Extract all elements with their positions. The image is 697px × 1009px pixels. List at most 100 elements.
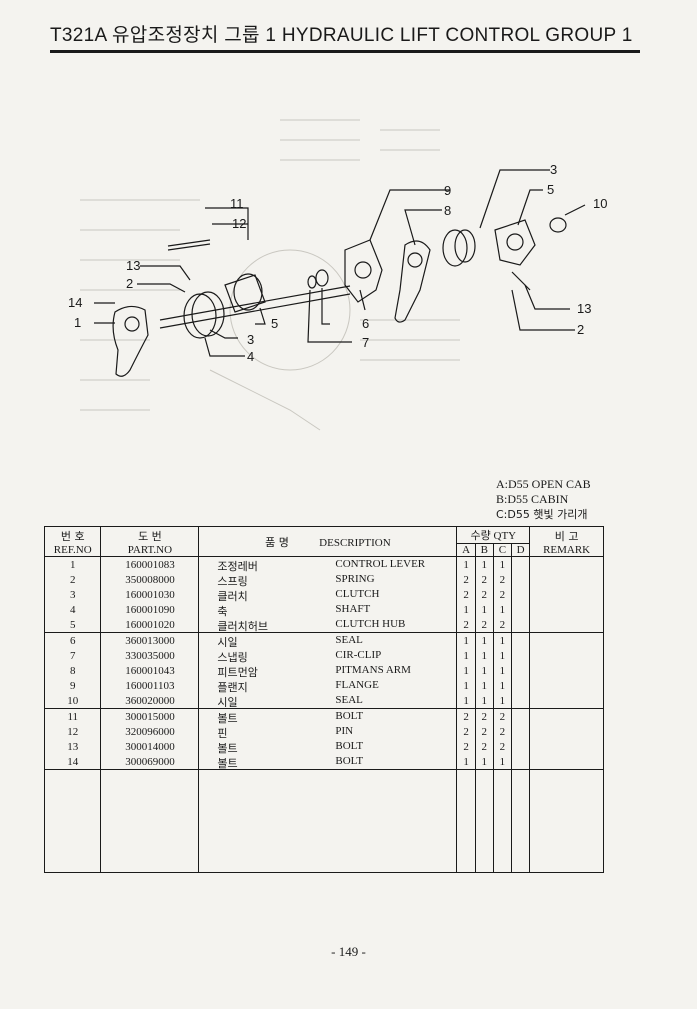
callout-4: 4	[247, 349, 254, 364]
description-kr: 조정레버	[217, 560, 258, 573]
callout-3: 3	[247, 332, 254, 347]
qty-d-cell	[510, 602, 531, 617]
part-no-cell: 320096000	[100, 724, 200, 739]
qty-d-cell	[510, 587, 531, 602]
part-no-cell: 160001103	[100, 678, 200, 693]
description-en: BOLT	[335, 740, 364, 752]
description-en: FLANGE	[335, 679, 379, 691]
qty-c-cell: 2	[492, 587, 512, 602]
qty-b-cell: 1	[474, 632, 494, 648]
part-no-cell: 160001020	[100, 617, 200, 633]
qty-c-cell: 1	[492, 678, 512, 693]
part-no-cell: 300015000	[100, 708, 200, 724]
qty-b-header: B	[474, 543, 494, 557]
ref-no-cell: 13	[43, 739, 102, 754]
ref-no-cell: 11	[43, 708, 102, 724]
part-no-cell: 330035000	[100, 648, 200, 663]
qty-a-cell: 2	[456, 617, 476, 633]
remark-cell	[529, 632, 604, 648]
callout-5: 5	[271, 316, 278, 331]
qty-c-cell: 2	[492, 724, 512, 739]
qty-b-cell: 1	[474, 693, 494, 709]
description-kr: 클러치허브	[217, 620, 269, 633]
callout-3-right: 3	[550, 162, 557, 177]
qty-c-cell: 1	[492, 663, 512, 678]
ref-no-cell: 3	[43, 587, 102, 602]
qty-d-cell	[510, 648, 531, 663]
description-kr: 스냅링	[217, 651, 248, 664]
empty-row-block	[43, 769, 604, 873]
qty-a-cell: 1	[456, 754, 476, 770]
callout-2-right: 2	[577, 322, 584, 337]
description-cell: 플랜지 FLANGE	[198, 678, 458, 694]
qty-a-cell: 1	[456, 678, 476, 693]
description-en: SPRING	[335, 573, 375, 585]
qty-d-cell	[510, 754, 531, 770]
remark-cell	[529, 724, 604, 739]
description-header: 품 명 DESCRIPTION	[198, 526, 458, 557]
callout-1: 1	[74, 315, 81, 330]
remark-cell	[529, 693, 604, 709]
remark-cell	[529, 617, 604, 633]
callout-10: 10	[593, 196, 607, 211]
qty-c-cell: 1	[492, 556, 512, 572]
qty-a-cell: 1	[456, 602, 476, 617]
qty-c-cell: 2	[492, 572, 512, 587]
ref-no-cell: 12	[43, 724, 102, 739]
qty-b-cell: 2	[474, 572, 494, 587]
part-no-cell: 300014000	[100, 739, 200, 754]
ref-no-cell: 2	[43, 572, 102, 587]
ref-no-cell: 14	[43, 754, 102, 770]
qty-c-cell: 1	[492, 693, 512, 709]
callout-5-right: 5	[547, 182, 554, 197]
ref-no-cell: 5	[43, 617, 102, 633]
qty-c-cell: 1	[492, 602, 512, 617]
qty-b-cell: 1	[474, 678, 494, 693]
qty-b-cell: 1	[474, 648, 494, 663]
callout-7: 7	[362, 335, 369, 350]
description-kr: 플랜지	[217, 681, 248, 694]
qty-a-cell: 1	[456, 693, 476, 709]
callout-11: 11	[230, 196, 244, 211]
remark-cell	[529, 556, 604, 572]
qty-a-cell: 1	[456, 648, 476, 663]
qty-b-cell: 1	[474, 663, 494, 678]
callout-9: 9	[444, 183, 451, 198]
qty-c-cell: 2	[492, 617, 512, 633]
qty-a-cell: 1	[456, 663, 476, 678]
remark-cell	[529, 754, 604, 770]
remark-cell	[529, 678, 604, 693]
description-kr: 클러치	[217, 590, 248, 603]
qty-b-cell: 1	[474, 754, 494, 770]
qty-d-cell	[510, 632, 531, 648]
qty-b-cell: 2	[474, 708, 494, 724]
page-header: T321A 유압조정장치 그룹 1 HYDRAULIC LIFT CONTROL…	[50, 16, 640, 53]
qty-b-cell: 2	[474, 724, 494, 739]
ref-no-cell: 4	[43, 602, 102, 617]
description-en: CIR-CLIP	[335, 649, 382, 661]
ref-no-cell: 10	[43, 693, 102, 709]
part-no-cell: 350008000	[100, 572, 200, 587]
description-kr: 스프링	[217, 575, 248, 588]
qty-c-header: C	[492, 543, 512, 557]
part-no-cell: 360013000	[100, 632, 200, 648]
callout-8: 8	[444, 203, 451, 218]
legend-b: B:D55 CABIN	[496, 492, 569, 506]
qty-c-cell: 1	[492, 648, 512, 663]
description-en: SEAL	[335, 634, 363, 646]
qty-d-cell	[510, 739, 531, 754]
qty-header: 수량 QTY	[456, 526, 531, 544]
